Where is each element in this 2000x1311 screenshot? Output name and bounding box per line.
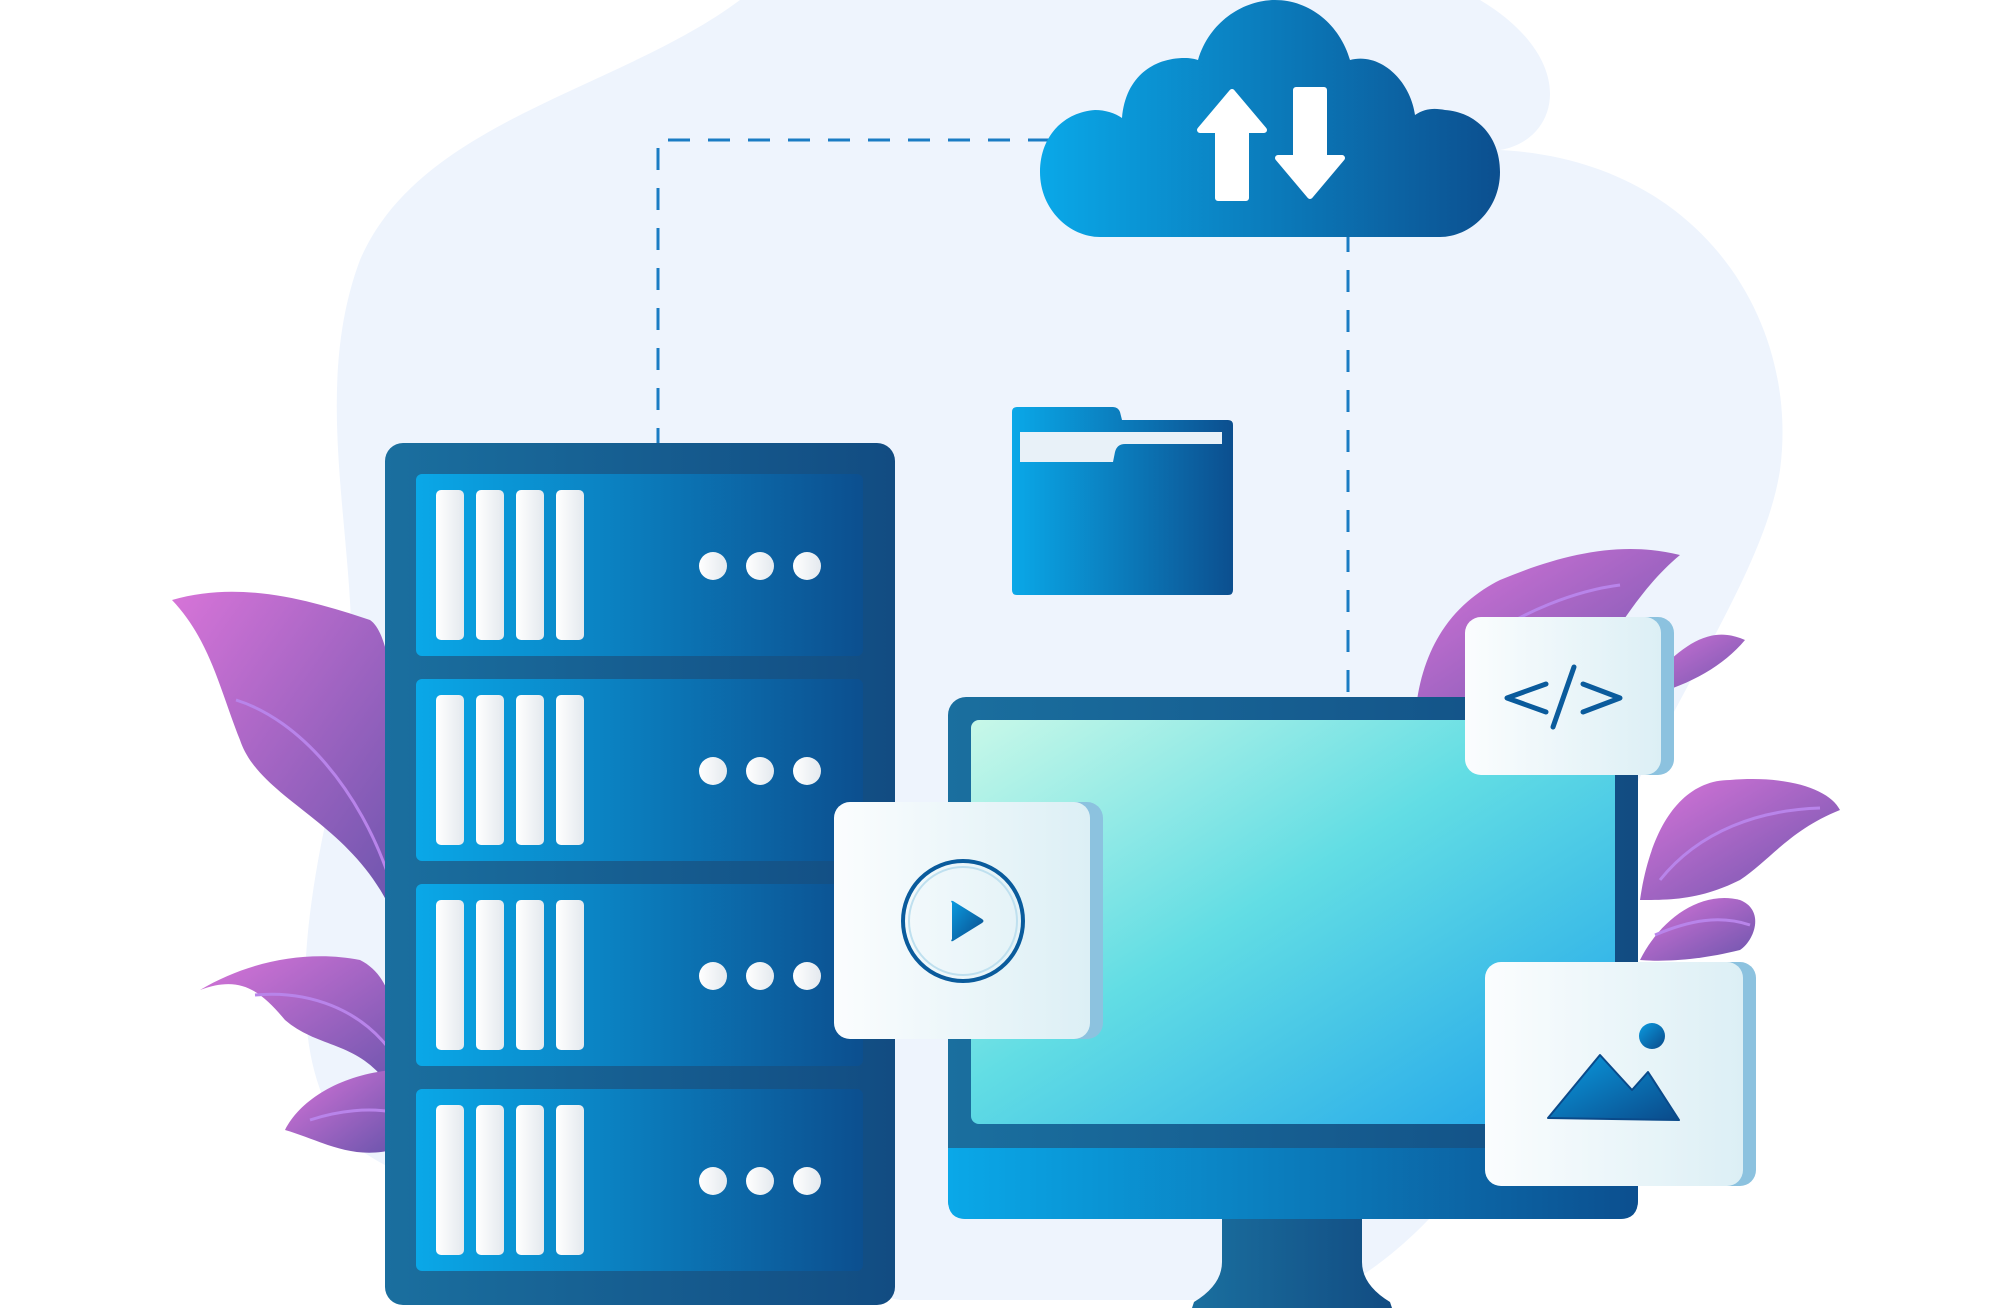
download-arrow-icon [1275, 87, 1345, 199]
video-card [834, 802, 1103, 1039]
server-unit [416, 474, 863, 656]
server-unit [416, 679, 863, 861]
image-card [1485, 962, 1756, 1186]
folder-icon [1012, 407, 1233, 595]
monitor-screen [971, 720, 1615, 1124]
server-unit [416, 1089, 863, 1271]
image-icon [1547, 1023, 1680, 1121]
code-icon [1504, 664, 1623, 730]
connection-lines [656, 138, 1350, 700]
code-card [1465, 617, 1674, 775]
leaf-cluster-left [172, 591, 397, 1153]
server-rack [385, 443, 895, 1305]
cloud-upload-download-icon [1040, 0, 1500, 237]
play-icon [901, 859, 1025, 983]
server-unit [416, 884, 863, 1066]
desktop-monitor [948, 697, 1638, 1308]
upload-arrow-icon [1197, 89, 1267, 201]
